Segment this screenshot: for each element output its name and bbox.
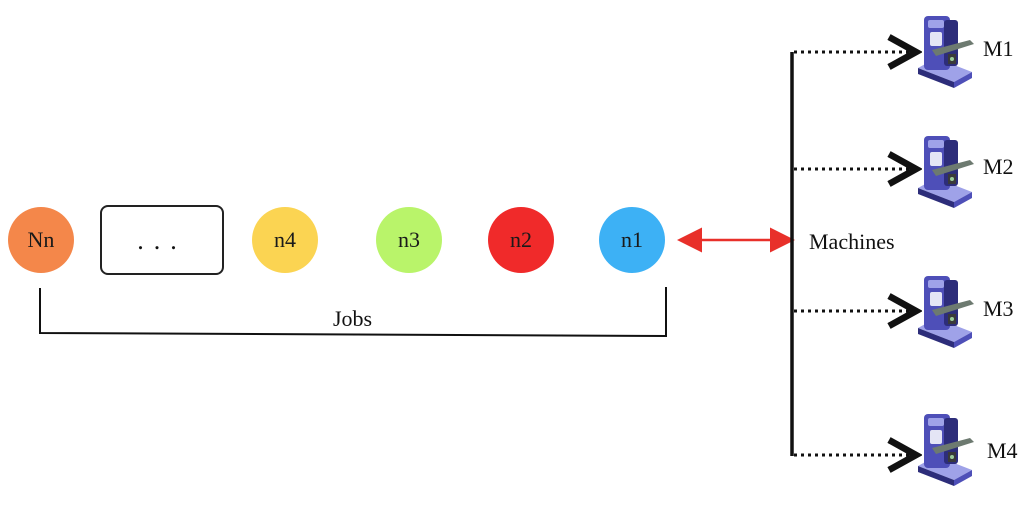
machine-icon bbox=[914, 130, 976, 210]
job-n1: n1 bbox=[599, 207, 665, 273]
job-nn: Nn bbox=[8, 207, 74, 273]
jobs-bracket bbox=[39, 287, 667, 338]
job-ellipsis-box: ... bbox=[100, 205, 224, 275]
job-n4: n4 bbox=[252, 207, 318, 273]
machine-label-m3: M3 bbox=[983, 296, 1014, 321]
job-n2: n2 bbox=[488, 207, 554, 273]
machine-label-m4: M4 bbox=[987, 438, 1018, 463]
jobs-label: Jobs bbox=[333, 306, 373, 331]
machines-label: Machines bbox=[809, 229, 895, 254]
machine-icon bbox=[914, 270, 976, 350]
machine-icon bbox=[914, 10, 976, 90]
job-n3: n3 bbox=[376, 207, 442, 273]
machine-label-m2: M2 bbox=[983, 154, 1014, 179]
machine-icon bbox=[914, 408, 976, 488]
machine-label-m1: M1 bbox=[983, 36, 1014, 61]
